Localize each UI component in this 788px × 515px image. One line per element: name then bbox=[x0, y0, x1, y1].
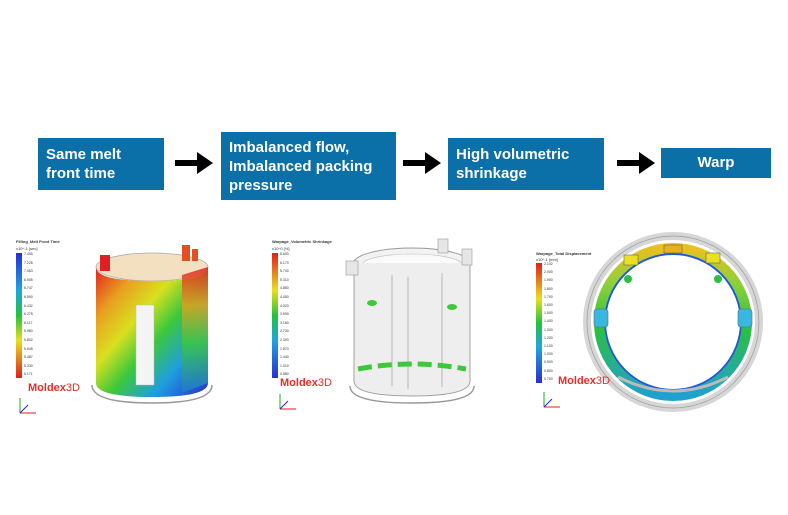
legend-tick-label: 4.020 bbox=[280, 303, 289, 308]
axis-triad-icon bbox=[19, 398, 36, 414]
legend-tick-label: 1.870 bbox=[280, 346, 289, 351]
legend-color-bar bbox=[272, 253, 278, 378]
legend-tick-label: 5.171 bbox=[24, 372, 33, 377]
cylinder-melt-front-model bbox=[91, 245, 213, 404]
flow-step-high-volumetric-shrinkage: High volumetric shrinkage bbox=[448, 138, 604, 190]
legend-tick-label: 3.160 bbox=[280, 320, 289, 325]
axis-triad-icon bbox=[279, 394, 296, 410]
legend-tick-label: 7.063 bbox=[24, 269, 33, 274]
flow-step-warp: Warp bbox=[661, 148, 771, 178]
legend-tick-label: 0.800 bbox=[544, 368, 553, 373]
moldex3d-logo: Moldex3D bbox=[28, 382, 80, 394]
legend-tick-label: 1.500 bbox=[544, 311, 553, 316]
legend-tick-label: 4.450 bbox=[280, 295, 289, 299]
flow-step-same-melt-front-time: Same melt front time bbox=[38, 138, 164, 190]
cylinder-shrinkage-model bbox=[345, 238, 475, 404]
legend-tick-label: 1.600 bbox=[544, 303, 553, 307]
legend-unit: x10^-1 [sec] bbox=[16, 246, 38, 251]
legend-tick-label: 1.440 bbox=[280, 355, 289, 360]
panel-melt-front-time: Filling_Melt Front Time x10^-1 [sec] 7.4… bbox=[10, 225, 225, 420]
legend-tick-label: 6.600 bbox=[280, 252, 289, 256]
ring-displacement-model bbox=[583, 232, 763, 412]
panel-volumetric-shrinkage: Warpage_Volumetric Shrinkage x10^0 [%] 6… bbox=[272, 225, 487, 420]
legend-tick-label: 6.905 bbox=[24, 277, 33, 282]
legend-tick-label: 5.487 bbox=[24, 355, 33, 360]
legend-tick-label: 5.645 bbox=[24, 346, 33, 351]
legend-tick-label: 6.747 bbox=[24, 286, 33, 291]
legend-tick-label: 1.800 bbox=[544, 286, 553, 291]
moldex3d-logo: Moldex3D bbox=[558, 375, 610, 387]
legend-tick-label: 2.300 bbox=[280, 338, 289, 342]
flow-step-imbalanced-flow: Imbalanced flow, Imbalanced packing pres… bbox=[221, 132, 396, 200]
legend-unit: x10^-1 [mm] bbox=[536, 257, 558, 262]
legend-tick-label: 1.010 bbox=[280, 363, 289, 368]
legend-tick-label: 6.117 bbox=[24, 320, 33, 325]
legend-tick-label: 7.405 bbox=[24, 252, 33, 256]
legend-tick-label: 6.170 bbox=[280, 260, 289, 265]
legend-tick-label: 1.300 bbox=[544, 327, 553, 332]
legend-tick-label: 1.400 bbox=[544, 319, 553, 324]
legend-title: Warpage_Volumetric Shrinkage bbox=[272, 239, 332, 244]
axis-triad-icon bbox=[543, 392, 560, 408]
legend-tick-label: 2.102 bbox=[544, 262, 553, 266]
legend-tick-label: 4.880 bbox=[280, 286, 289, 291]
legend-tick-label: 1.900 bbox=[544, 278, 553, 283]
legend-tick-label: 2.000 bbox=[544, 270, 553, 275]
legend-tick-label: 1.700 bbox=[544, 294, 553, 299]
arrow-right-icon bbox=[617, 152, 655, 174]
legend-color-bar bbox=[16, 253, 22, 378]
legend-tick-label: 6.432 bbox=[24, 303, 33, 308]
legend-tick-label: 6.275 bbox=[24, 312, 33, 317]
moldex3d-logo: Moldex3D bbox=[280, 377, 332, 389]
legend-tick-label: 1.100 bbox=[544, 344, 553, 348]
legend-tick-label: 2.730 bbox=[280, 329, 289, 334]
legend-title: Filling_Melt Front Time bbox=[16, 239, 60, 244]
legend-color-bar bbox=[536, 263, 542, 383]
legend-tick-label: 0.700 bbox=[544, 376, 553, 381]
legend-unit: x10^0 [%] bbox=[272, 246, 290, 251]
arrow-right-icon bbox=[175, 152, 213, 174]
legend-tick-label: 5.802 bbox=[24, 338, 33, 342]
panel-total-displacement: Warpage_Total Displacement x10^-1 [mm] 2… bbox=[536, 225, 776, 420]
legend-tick-label: 3.590 bbox=[280, 312, 289, 317]
legend-tick-label: 6.590 bbox=[24, 295, 33, 299]
legend-tick-label: 5.960 bbox=[24, 329, 33, 334]
legend-tick-label: 5.310 bbox=[280, 277, 289, 282]
legend-title: Warpage_Total Displacement bbox=[536, 251, 592, 256]
legend-tick-label: 0.580 bbox=[280, 372, 289, 377]
arrow-right-icon bbox=[403, 152, 441, 174]
legend-tick-label: 5.330 bbox=[24, 363, 33, 368]
legend-tick-label: 1.200 bbox=[544, 335, 553, 340]
legend-tick-label: 0.900 bbox=[544, 360, 553, 365]
legend-tick-label: 1.000 bbox=[544, 352, 553, 357]
legend-tick-label: 5.740 bbox=[280, 269, 289, 274]
legend-tick-label: 7.226 bbox=[24, 260, 33, 265]
